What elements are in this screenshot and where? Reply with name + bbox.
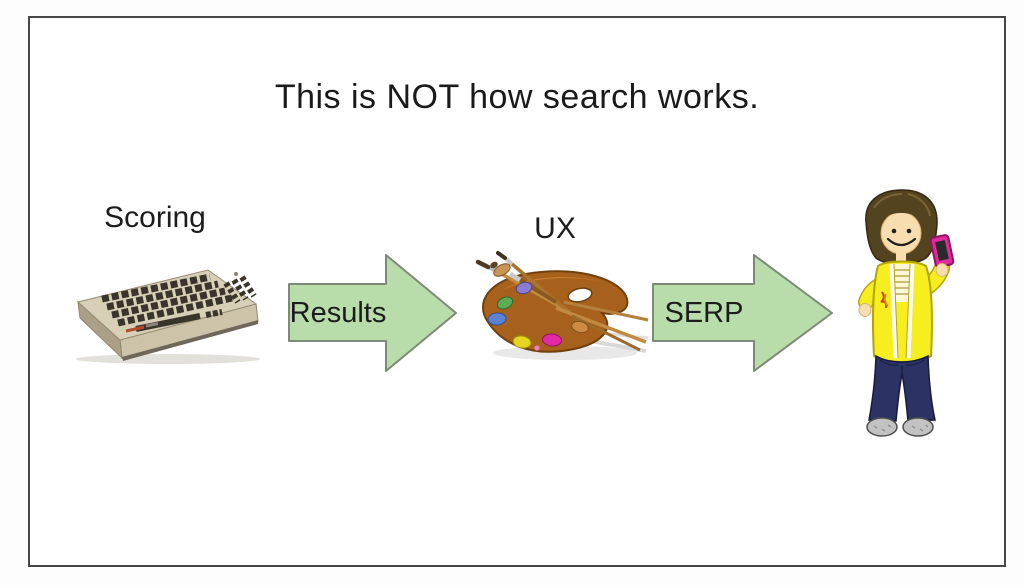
results-arrow: Results — [288, 254, 458, 372]
arrow-shape — [652, 254, 833, 372]
person-with-phone-icon — [838, 188, 968, 440]
slide-frame: This is NOT how search works. Scoring — [28, 16, 1006, 567]
ux-label: UX — [534, 212, 576, 245]
serp-arrow: SERP — [652, 254, 834, 372]
slide-title: This is NOT how search works. — [274, 78, 760, 116]
keyboard-icon — [60, 258, 268, 366]
keyboard-drawing — [76, 269, 260, 364]
serp-arrow-label: SERP — [664, 296, 744, 329]
palette-drawing — [475, 251, 649, 360]
results-arrow-label: Results — [289, 296, 387, 329]
scoring-label: Scoring — [104, 201, 206, 234]
paint-palette-icon — [460, 250, 652, 365]
person-drawing — [858, 189, 955, 437]
arrow-shape — [288, 254, 457, 372]
